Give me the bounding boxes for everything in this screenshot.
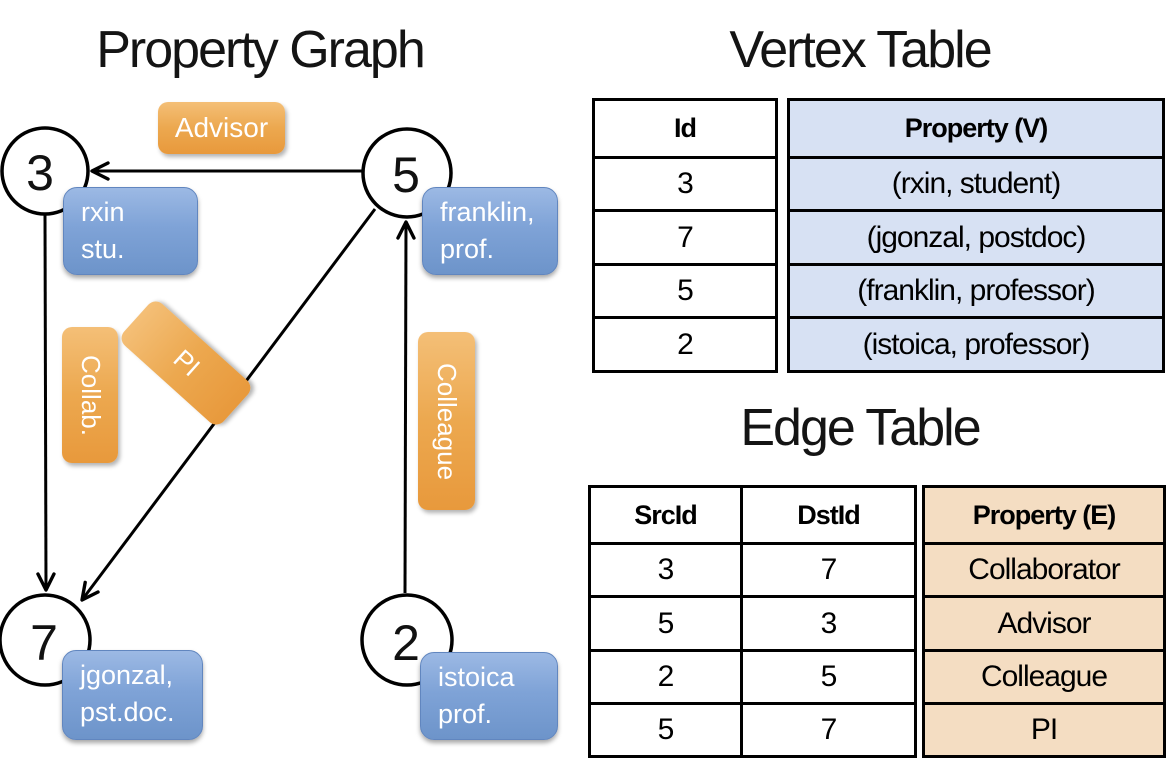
- vertex-table-property-column: Property (V) (rxin, student) (jgonzal, p…: [787, 98, 1165, 373]
- edge-table-title: Edge Table: [740, 399, 981, 457]
- edge-table-srcid-column: SrcId 3 5 2 5: [591, 488, 743, 755]
- vertex-property-line: istoica: [438, 662, 515, 692]
- vertex-table-id-cell: 5: [595, 266, 775, 320]
- edge-table-dstid-cell: 7: [743, 545, 914, 599]
- vertex-property-box-3: rxin stu.: [63, 187, 198, 275]
- edge-label-text: Advisor: [174, 112, 269, 143]
- edge-table-dstid-column: DstId 7 3 5 7: [743, 488, 914, 755]
- edge-table-property-header: Property (E): [925, 488, 1163, 546]
- edge-label-advisor: Advisor: [158, 102, 285, 154]
- edge-table-id-columns: SrcId 3 5 2 5 DstId 7 3 5 7: [588, 485, 917, 758]
- vertex-property-box-2: istoica prof.: [420, 652, 558, 740]
- edge-table-srcid-cell: 2: [591, 652, 740, 705]
- edge-colleague-2-to-5: [396, 220, 416, 594]
- edge-table-property-cell: PI: [1030, 712, 1058, 746]
- vertex-property-line: stu.: [81, 234, 125, 264]
- edge-table-srcid-cell: 5: [657, 712, 675, 746]
- vertex-table-id-cell: 3: [595, 159, 775, 213]
- edge-label-collab: Collab.: [62, 327, 118, 463]
- edge-table-property-column: Property (E) Collaborator Advisor Collea…: [922, 485, 1166, 758]
- vertex-property-box-7: jgonzal, pst.doc.: [62, 650, 203, 740]
- vertex-table-id-header: Id: [595, 101, 775, 159]
- vertex-table-id-column: Id 3 7 5 2: [592, 98, 778, 373]
- edge-label-text: Collab.: [75, 354, 106, 436]
- vertex-node-2-id: 2: [392, 615, 420, 671]
- edge-table-property-cell: Advisor: [925, 598, 1163, 652]
- vertex-node-5-id: 5: [392, 147, 420, 203]
- property-graph-title: Property Graph: [96, 21, 426, 79]
- vertex-table-id-cell: 2: [677, 327, 694, 361]
- vertex-property-line: franklin,: [440, 197, 535, 227]
- vertex-node-3-id: 3: [26, 145, 54, 201]
- edge-table-srcid-header: SrcId: [591, 488, 740, 546]
- vertex-table-property-cell: (jgonzal, postdoc): [790, 212, 1162, 266]
- vertex-property-line: prof.: [440, 234, 495, 264]
- vertex-table-title: Vertex Table: [729, 21, 992, 79]
- edge-table-dstid-cell: 5: [743, 652, 914, 705]
- vertex-table-property-header: Property (V): [790, 101, 1162, 159]
- vertex-node-7-id: 7: [30, 615, 58, 671]
- edge-table-srcid-cell: 3: [591, 545, 740, 599]
- edge-table-dstid-cell: 3: [743, 598, 914, 652]
- edge-table-property-cell: Collaborator: [925, 545, 1163, 599]
- edge-label-text: PI: [167, 343, 206, 383]
- edge-table-dstid-header: DstId: [743, 488, 914, 546]
- edge-table-srcid-cell: 5: [591, 598, 740, 652]
- vertex-table-property-cell: (franklin, professor): [790, 266, 1162, 320]
- edge-label-colleague: Colleague: [418, 332, 475, 510]
- vertex-table-id-cell: 7: [595, 212, 775, 266]
- vertex-property-box-5: franklin, prof.: [422, 187, 558, 275]
- vertex-property-line: pst.doc.: [80, 697, 175, 727]
- edge-table-dstid-cell: 7: [820, 712, 838, 746]
- edge-collab-3-to-7: [36, 214, 56, 592]
- vertex-property-line: prof.: [438, 699, 493, 729]
- vertex-table-property-cell: (rxin, student): [790, 159, 1162, 213]
- vertex-property-line: rxin: [81, 197, 125, 227]
- vertex-property-line: jgonzal,: [80, 660, 174, 690]
- vertex-table-property-cell: (istoica, professor): [862, 327, 1091, 361]
- edge-label-text: Colleague: [432, 362, 462, 480]
- edge-table-property-cell: Colleague: [925, 652, 1163, 705]
